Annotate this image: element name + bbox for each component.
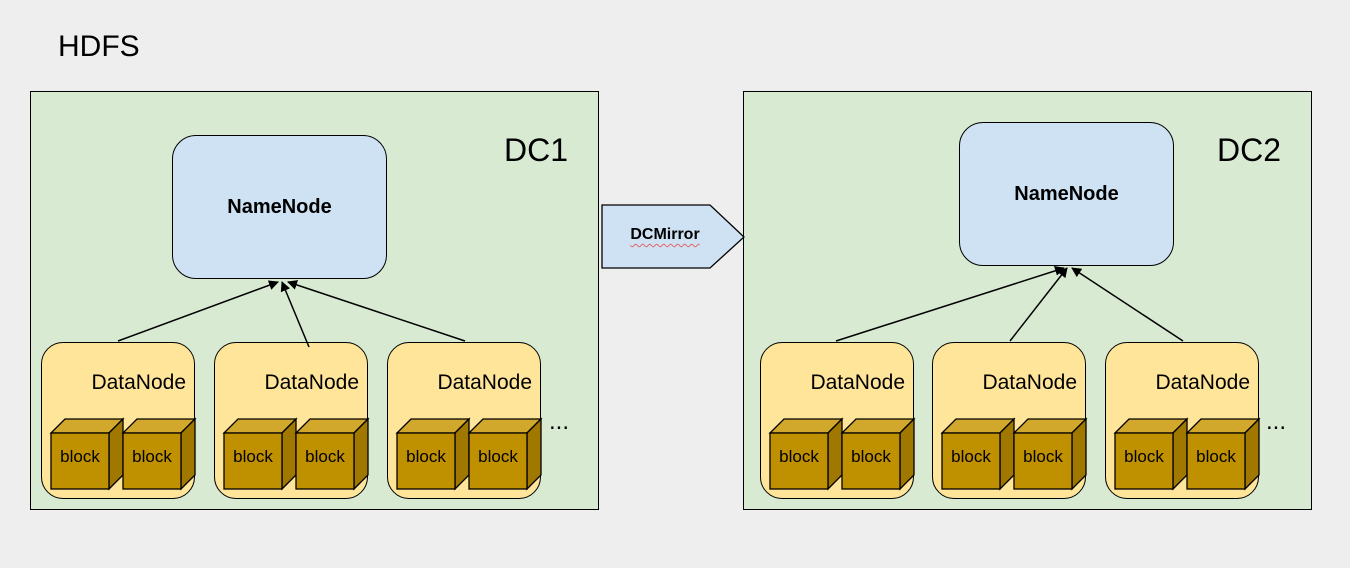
datanode-label: DataNode xyxy=(982,371,1077,394)
diagram-title: HDFS xyxy=(58,30,140,63)
block-label: block xyxy=(60,447,100,466)
datanode: DataNode block block xyxy=(932,342,1088,499)
datanode-label: DataNode xyxy=(91,371,186,394)
datanode: DataNode block block xyxy=(1105,342,1261,499)
block-label: block xyxy=(1023,447,1063,466)
datanode: DataNode block block xyxy=(214,342,370,499)
block: block xyxy=(1113,417,1189,491)
datacenter-label: DC1 xyxy=(503,132,568,168)
datanode: DataNode block block xyxy=(387,342,543,499)
block-label: block xyxy=(305,447,345,466)
datanode: DataNode block block xyxy=(41,342,197,499)
datanode-label: DataNode xyxy=(437,371,532,394)
block-label: block xyxy=(406,447,446,466)
block-label: block xyxy=(478,447,518,466)
block-label: block xyxy=(132,447,172,466)
datanode-label: DataNode xyxy=(810,371,905,394)
block: block xyxy=(467,417,543,491)
block: block xyxy=(1185,417,1261,491)
dcmirror-shape xyxy=(601,204,745,269)
block: block xyxy=(222,417,298,491)
dcmirror-label: DCMirror xyxy=(630,226,700,243)
more-ellipsis: ... xyxy=(1266,408,1287,435)
block-label: block xyxy=(851,447,891,466)
block: block xyxy=(121,417,197,491)
namenode: NameNode xyxy=(172,135,387,279)
dcmirror-arrow: DCMirror xyxy=(601,204,747,270)
block-label: block xyxy=(951,447,991,466)
block: block xyxy=(1012,417,1088,491)
datanode: DataNode block block xyxy=(760,342,916,499)
block: block xyxy=(840,417,916,491)
datanode-label: DataNode xyxy=(1155,371,1250,394)
block: block xyxy=(940,417,1016,491)
block: block xyxy=(768,417,844,491)
block-label: block xyxy=(779,447,819,466)
more-ellipsis: ... xyxy=(549,408,570,435)
block-label: block xyxy=(233,447,273,466)
datacenter-dc2: DC2 NameNode DataNode block block DataNo… xyxy=(743,91,1312,510)
block: block xyxy=(294,417,370,491)
block: block xyxy=(49,417,125,491)
block-label: block xyxy=(1124,447,1164,466)
block-label: block xyxy=(1196,447,1236,466)
datanode-label: DataNode xyxy=(264,371,359,394)
datacenter-label: DC2 xyxy=(1216,132,1281,168)
namenode: NameNode xyxy=(959,122,1174,266)
block: block xyxy=(395,417,471,491)
datacenter-dc1: DC1 NameNode DataNode block block DataNo… xyxy=(30,91,599,510)
